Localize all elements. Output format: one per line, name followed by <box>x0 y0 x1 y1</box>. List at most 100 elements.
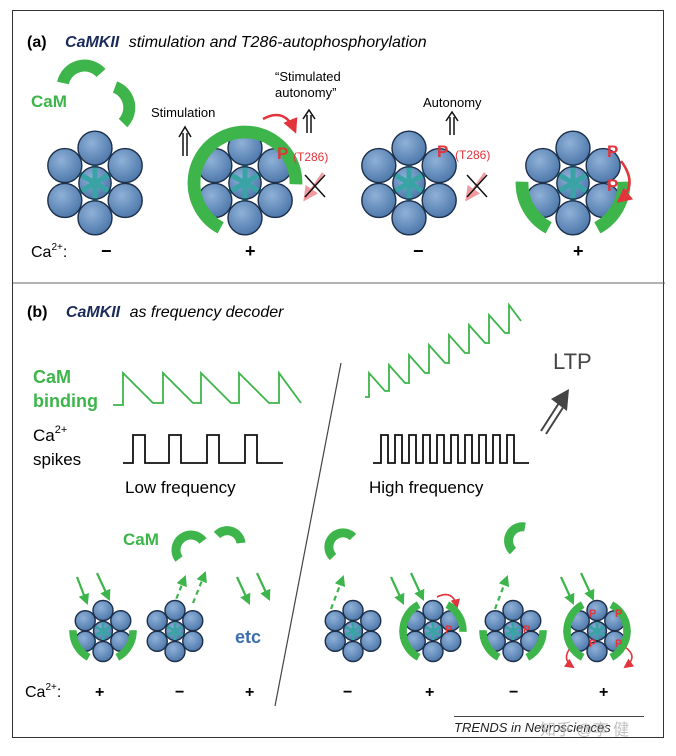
kinase-subunit <box>360 610 382 632</box>
free-cam-b2 <box>213 526 246 544</box>
blocked-dephos-icon-a3 <box>465 172 488 202</box>
kinase-subunit <box>421 182 457 219</box>
kinase-subunit <box>555 130 591 166</box>
ca-state-b-right-3: − <box>509 684 518 701</box>
t286-label-a2: (T286) <box>293 150 328 164</box>
bound-cam <box>69 630 91 661</box>
ca-spikes-line2: spikes <box>33 450 81 469</box>
cam-arrow-icon <box>329 574 346 610</box>
kinase-subunit <box>92 599 114 622</box>
bound-cam <box>609 601 631 632</box>
ca-spikes-line1: Ca2+ <box>33 424 67 445</box>
hf-spike-path <box>373 434 529 464</box>
bound-cam <box>115 630 137 661</box>
kinase-subunit <box>586 640 608 663</box>
ca-label-b: Ca2+: <box>25 682 61 701</box>
bound-cam <box>515 181 552 234</box>
kinase-subunit <box>74 610 96 632</box>
bound-cam <box>445 601 467 632</box>
kinase-subunit <box>107 147 143 184</box>
kinase-subunit <box>525 147 561 184</box>
phospho-p-b: P <box>615 638 622 650</box>
autophos-arrow-icon-b1 <box>436 593 461 609</box>
kinase-subunit <box>391 200 427 236</box>
kinase-subunit <box>555 200 591 236</box>
panel-b-title-emph: CaMKII <box>66 304 121 321</box>
stimulated-autonomy-line1: “Stimulated <box>275 69 341 84</box>
phospho-p-b: P <box>589 638 596 650</box>
kinase-subunit <box>520 610 542 632</box>
low-frequency-label: Low frequency <box>125 478 236 497</box>
kinase-subunit <box>360 630 382 652</box>
cam-binding-line2: binding <box>33 391 98 411</box>
cam-arrow-icon <box>96 572 111 601</box>
cam-arrow-icon <box>390 576 405 605</box>
kinase-subunit <box>502 640 524 663</box>
panel-b-letter: (b) <box>27 304 47 321</box>
ca-state-b-left-1: + <box>95 684 104 701</box>
figure-canvas: (a) CaMKII stimulation and T286-autophos… <box>13 34 665 707</box>
free-cam-b1 <box>171 530 207 562</box>
cam-arrow-icon <box>191 570 207 604</box>
bound-cam <box>399 630 421 661</box>
kinase-subunit <box>47 182 83 219</box>
kinase-subunit <box>324 610 346 632</box>
panel-b-title: (b) CaMKII as frequency decoder <box>27 304 284 321</box>
kinase-subunit <box>146 630 168 652</box>
kinase-subunit <box>227 200 263 236</box>
watermark: 知乎 @李 健 <box>540 722 630 739</box>
kinase-subunit <box>164 599 186 622</box>
hub-core <box>93 173 110 186</box>
cam-flow-arrows <box>75 570 635 669</box>
autophos-arrow-icon-a2 <box>262 113 298 134</box>
ca-state-b-right-4: + <box>599 684 608 701</box>
ca-state-b-right-1: − <box>343 684 352 701</box>
ca-state-a3: − <box>413 241 424 261</box>
kinase-subunit <box>92 640 114 663</box>
figure-frame: (a) CaMKII stimulation and T286-autophos… <box>12 10 665 738</box>
kinase-subunit <box>422 599 444 622</box>
journal-footer: TRENDS in Neurosciences <box>454 716 644 737</box>
cam-arrow-icon <box>493 574 510 610</box>
kinase-subunit <box>342 599 364 622</box>
kinase-subunit <box>182 630 204 652</box>
kinase-subunit <box>502 599 524 622</box>
bound-cam <box>525 630 547 661</box>
autophos-arrow-icon-a4 <box>616 160 634 203</box>
kinase-subunit <box>164 640 186 663</box>
ca-spike-trace-low <box>123 434 283 464</box>
free-cam-b3 <box>324 528 357 561</box>
autonomy-label: Autonomy <box>423 95 482 110</box>
kinase-subunit <box>77 130 113 166</box>
ca-state-a2: + <box>245 241 256 261</box>
camkii-holoenzyme-a1 <box>47 130 143 236</box>
kinase-subunit <box>585 147 621 184</box>
phospho-p-b: P <box>615 608 622 620</box>
ca-state-a1: − <box>101 241 112 261</box>
phospho-p-a4-bottom: P <box>607 176 618 195</box>
free-cam-1 <box>57 59 106 85</box>
phospho-p-b: P <box>445 624 452 636</box>
camkii-holoenzyme-a2 <box>187 125 303 236</box>
t286-label-a3: (T286) <box>455 148 490 162</box>
kinase-subunit <box>257 182 293 219</box>
bound-cam <box>215 125 275 146</box>
ca-state-b-left-2: − <box>175 684 184 701</box>
hub-core <box>243 173 260 186</box>
etc-label: etc <box>235 627 261 647</box>
ca-state-a4: + <box>573 241 584 261</box>
cam-arrow-icon <box>75 576 89 606</box>
cam-label-a: CaM <box>31 92 67 111</box>
kinase-subunit <box>422 640 444 663</box>
phospho-p-b: P <box>589 608 596 620</box>
phospho-p-b: P <box>523 624 530 636</box>
ltp-arrow-icon <box>540 389 569 435</box>
panel-a-title-emph: CaMKII <box>65 34 120 51</box>
hub-core <box>512 625 522 633</box>
phospho-p-a2: P <box>277 144 288 163</box>
ltp-label: LTP <box>553 349 592 374</box>
ca-state-b-right-2: + <box>425 684 434 701</box>
hub-core <box>596 625 606 633</box>
cam-arrow-icon <box>580 572 595 601</box>
phospho-p-a4-top: P <box>607 142 618 161</box>
